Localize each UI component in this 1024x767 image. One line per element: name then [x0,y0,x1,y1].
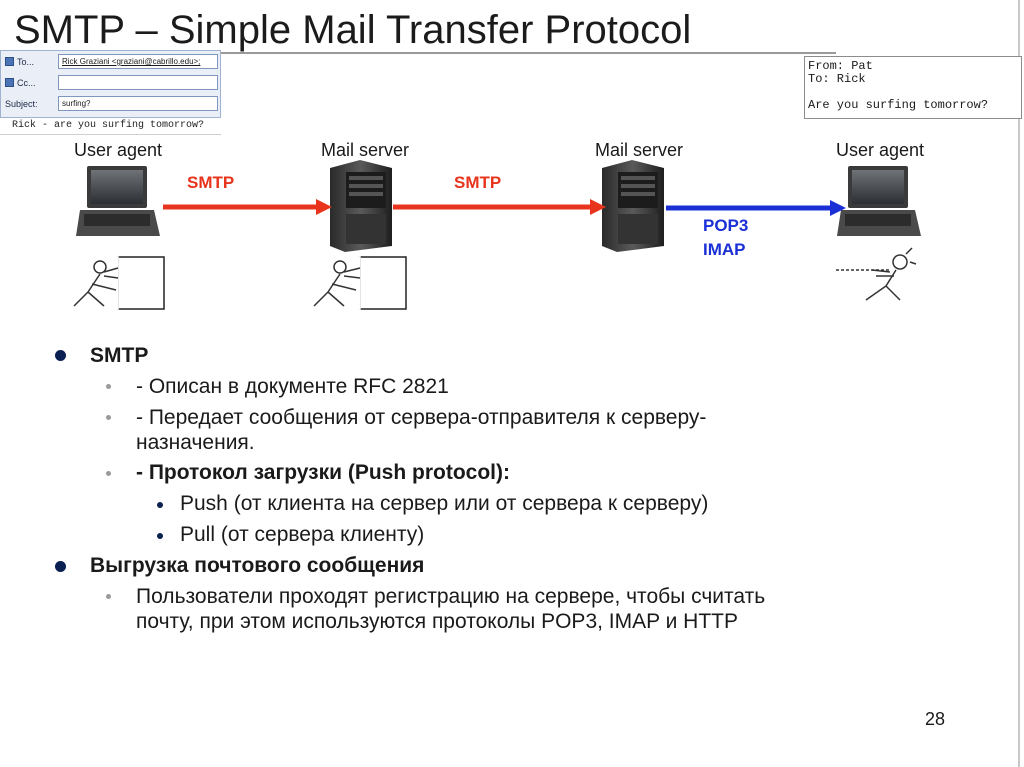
node-label-mail-server-right: Mail server [594,140,683,160]
subject-field[interactable]: surfing? [58,96,218,111]
bullet-smtp-transfer: - Передает сообщения от сервера-отправит… [136,406,707,429]
to-row: To... Rick Graziani <graziani@cabrillo.e… [1,53,222,72]
node-label-user-agent-left: User agent [73,140,163,160]
received-body: Are you surfing tomorrow? [808,98,989,112]
bullet-push-protocol: - Протокол загрузки (Push protocol): [136,461,510,484]
bullet-push: Push (от клиента на сервер или от сервер… [180,492,709,515]
bullet-dot [106,471,111,476]
slide-right-border [1018,0,1020,767]
received-message-box: From: Pat To: Rick Are you surfing tomor… [804,56,1022,119]
address-book-icon [5,78,14,87]
bullet-dot [157,533,163,539]
link-label-pop3: POP3 [703,216,749,235]
bullet-smtp-transfer-cont: назначения. [136,431,255,454]
bullet-smtp-heading: SMTP [90,344,149,367]
to-label[interactable]: To... [5,57,34,67]
pulling-figure-icon-right [836,247,917,301]
compose-divider [0,134,221,135]
laptop-icon-left [76,166,160,236]
subject-label: Subject: [5,99,38,109]
pushing-figure-icon-middle [313,256,407,310]
link-label-smtp-2: SMTP [454,173,502,192]
laptop-icon-right [837,166,921,236]
page-number: 28 [925,709,946,729]
title-underline [6,52,836,54]
bullet-pull: Pull (от сервера клиенту) [180,523,425,546]
node-label-user-agent-right: User agent [835,140,925,160]
bullet-download-line1: Пользователи проходят регистрацию на сер… [136,585,766,608]
cc-row: Cc... [1,74,222,93]
received-from: From: Pat [808,59,873,73]
subject-row: Subject: surfing? [1,95,222,114]
cc-field[interactable] [58,75,218,90]
bullet-smtp-rfc: - Описан в документе RFC 2821 [136,375,449,398]
node-label-mail-server-left: Mail server [320,140,409,160]
bullet-dot [157,502,163,508]
received-to: To: Rick [808,72,866,86]
address-book-icon [5,57,14,66]
bullet-download-line2: почту, при этом используются протоколы P… [136,610,738,633]
pushing-figure-icon-left [73,256,165,310]
bullet-dot [55,561,66,572]
bullet-dot [106,384,111,389]
server-icon-left [330,160,392,252]
cc-label[interactable]: Cc... [5,78,36,88]
to-field[interactable]: Rick Graziani <graziani@cabrillo.edu>; [58,54,218,69]
link-label-smtp-1: SMTP [187,173,235,192]
bullet-download-heading: Выгрузка почтового сообщения [90,554,425,577]
bullet-dot [55,350,66,361]
bullet-dot [106,594,111,599]
slide-title: SMTP – Simple Mail Transfer Protocol [14,8,692,52]
link-label-imap: IMAP [703,240,746,259]
mail-flow-diagram [73,160,921,310]
smtp-arrow-1 [163,199,332,215]
compose-message-body[interactable]: Rick - are you surfing tomorrow? [12,120,205,131]
bullet-dot [106,415,111,420]
pop3-imap-arrow [666,200,846,216]
email-compose-form: To... Rick Graziani <graziani@cabrillo.e… [0,50,221,118]
smtp-arrow-2 [393,199,606,215]
server-icon-right [602,160,664,252]
